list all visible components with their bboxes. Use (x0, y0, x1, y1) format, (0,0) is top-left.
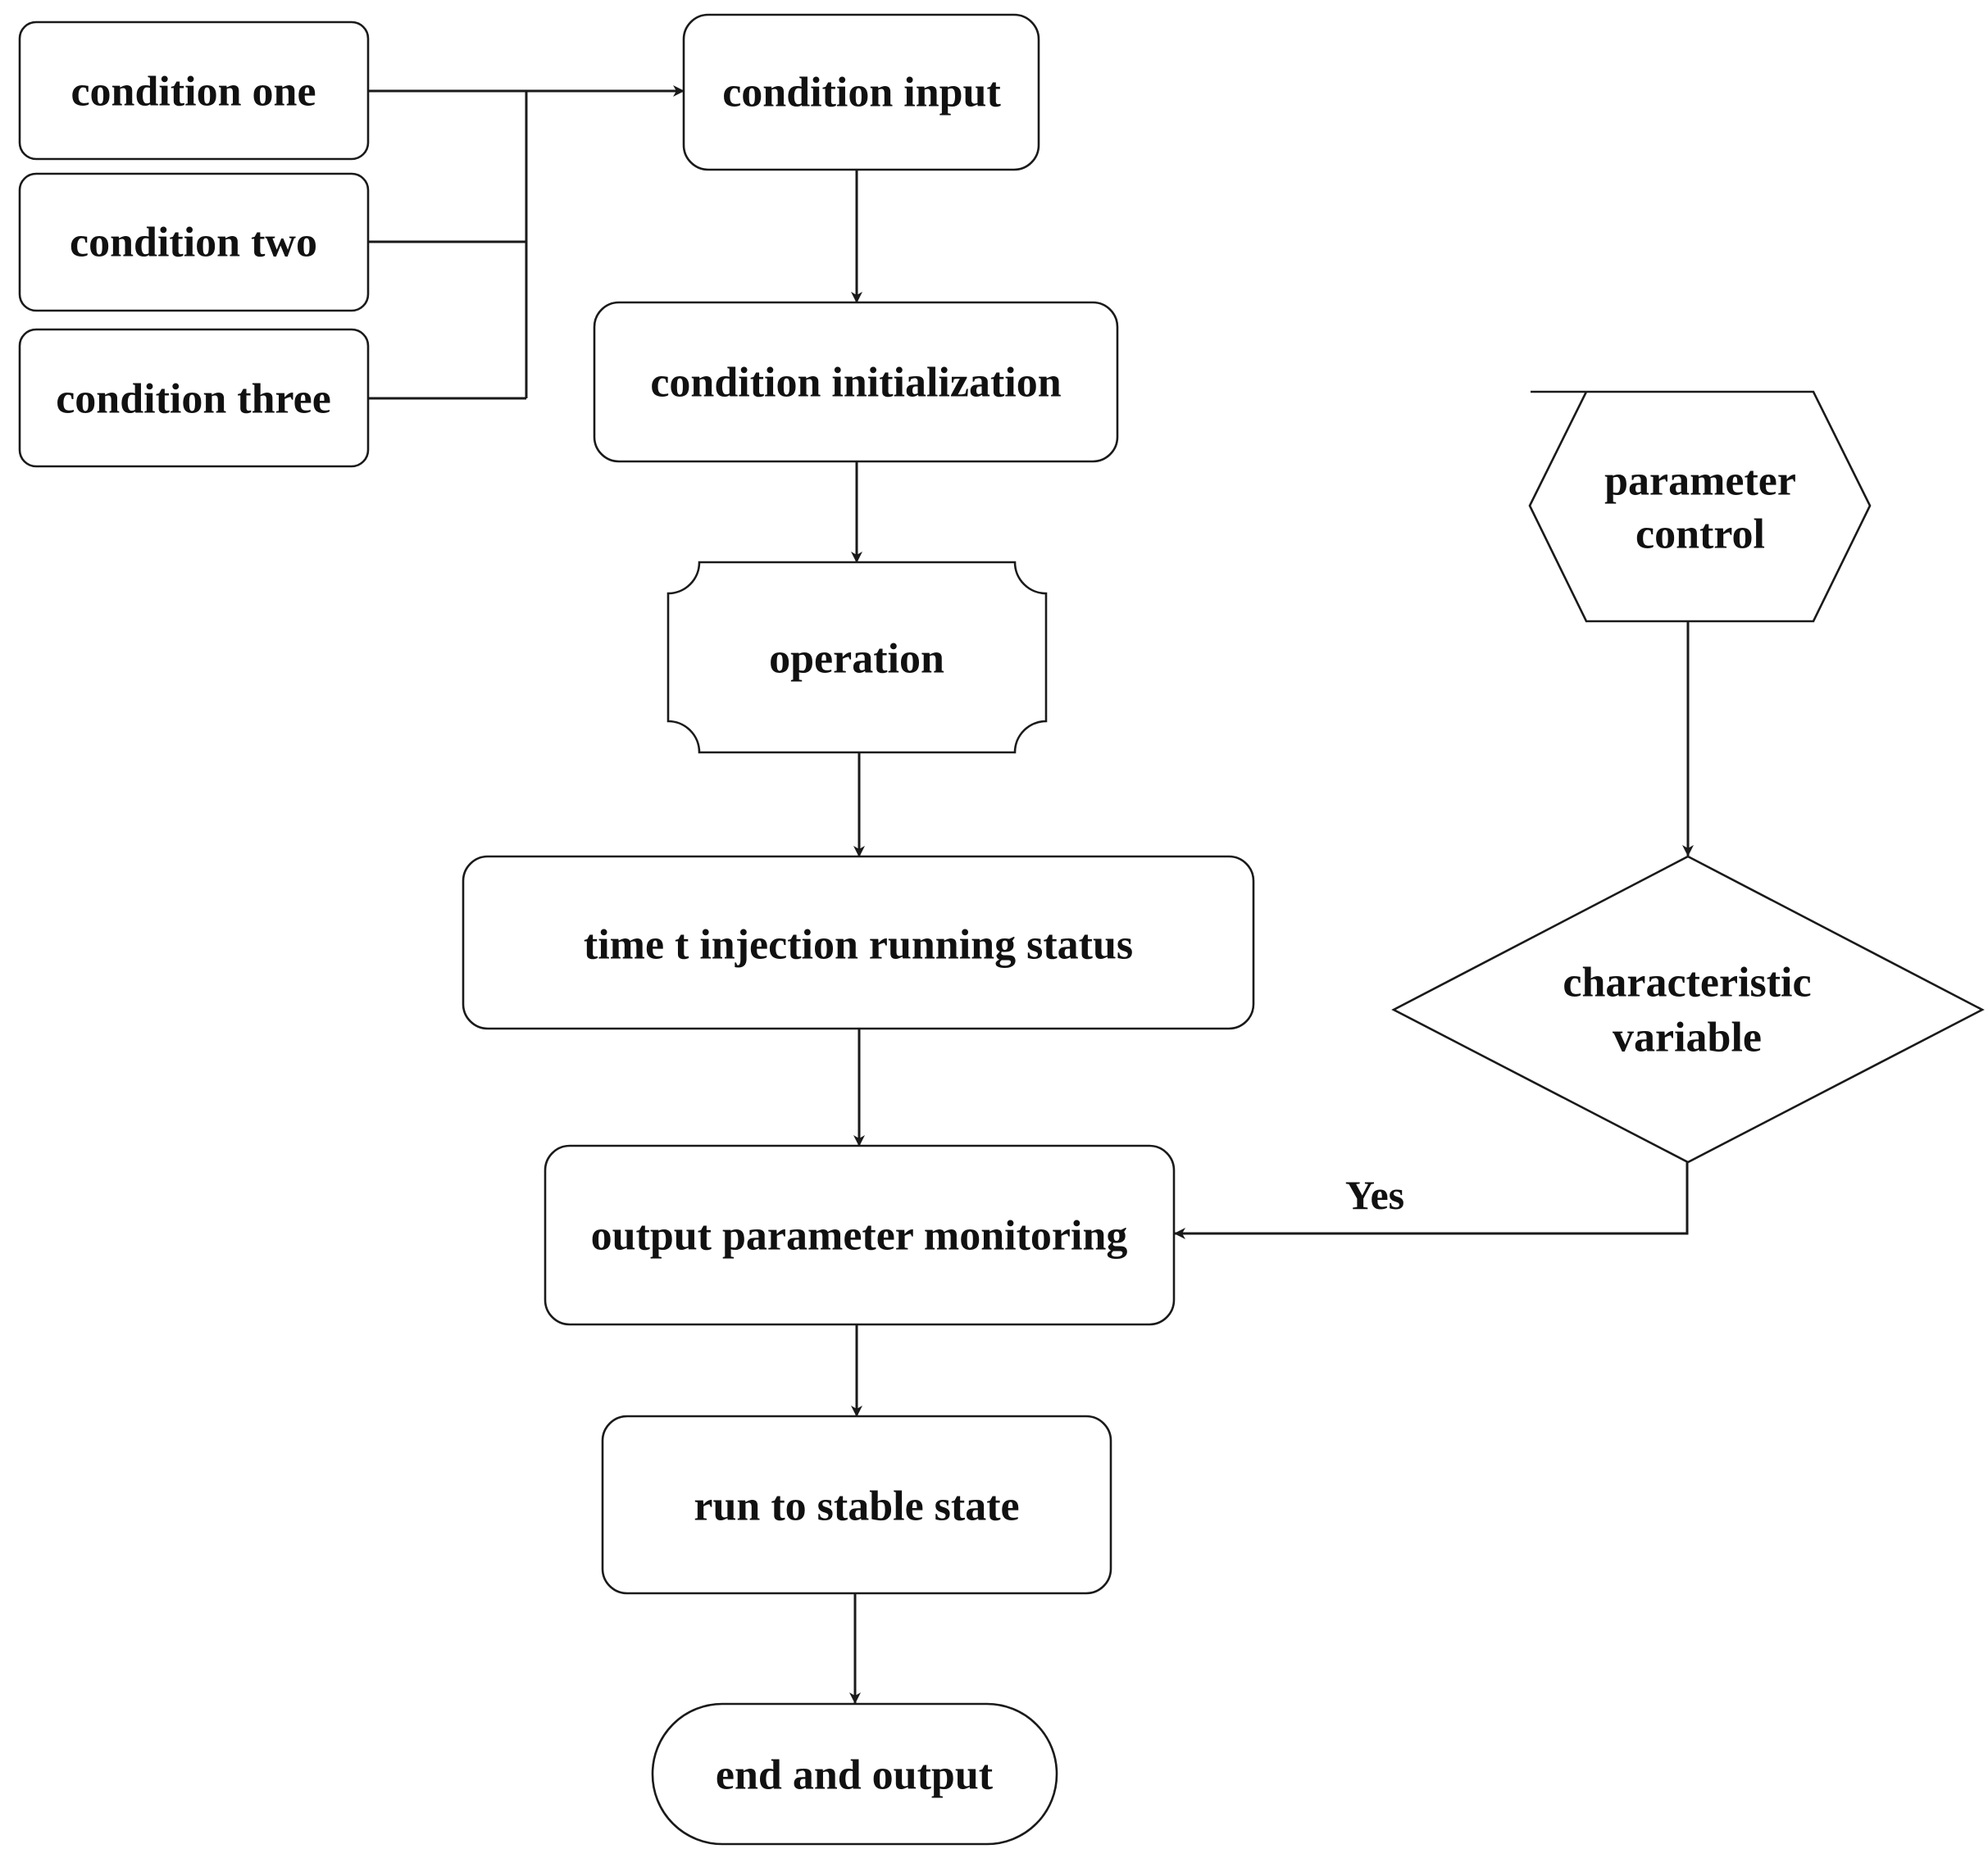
node-characteristic-variable-label-line1: characteristic (1563, 960, 1811, 1006)
node-condition-two-label: condition two (70, 220, 317, 266)
node-condition-three-label: condition three (56, 376, 331, 423)
node-operation: operation (666, 561, 1048, 754)
node-characteristic-variable-label-line2: variable (1613, 1015, 1762, 1061)
node-condition-input-label: condition input (722, 70, 1001, 116)
node-condition-initialization-label: condition initialization (650, 360, 1061, 407)
edge-characteristic-to-monitoring (1174, 1162, 1689, 1239)
node-condition-three: condition three (18, 328, 370, 468)
node-run-stable: run to stable state (601, 1415, 1112, 1595)
node-condition-initialization: condition initialization (593, 301, 1119, 463)
node-parameter-control-label-line2: control (1635, 511, 1765, 558)
node-output-monitoring-label: output parameter monitoring (591, 1213, 1128, 1260)
node-time-injection: time t injection running status (462, 855, 1255, 1030)
node-parameter-control: parameter control (1528, 390, 1872, 623)
node-condition-input: condition input (682, 13, 1040, 171)
node-condition-one: condition one (18, 20, 370, 161)
node-characteristic-variable: characteristic variable (1391, 855, 1985, 1164)
node-condition-one-label: condition one (71, 69, 316, 116)
node-operation-label: operation (769, 636, 944, 683)
connectors (368, 85, 1694, 1704)
edge-label-yes: Yes (1345, 1172, 1404, 1218)
node-end-output-label: end and output (716, 1752, 994, 1799)
node-end-output: end and output (651, 1702, 1058, 1846)
node-condition-two: condition two (18, 172, 370, 312)
node-time-injection-label: time t injection running status (584, 922, 1133, 969)
node-parameter-control-label-line1: parameter (1604, 458, 1796, 505)
node-output-monitoring: output parameter monitoring (544, 1144, 1176, 1326)
node-run-stable-label: run to stable state (694, 1483, 1019, 1530)
